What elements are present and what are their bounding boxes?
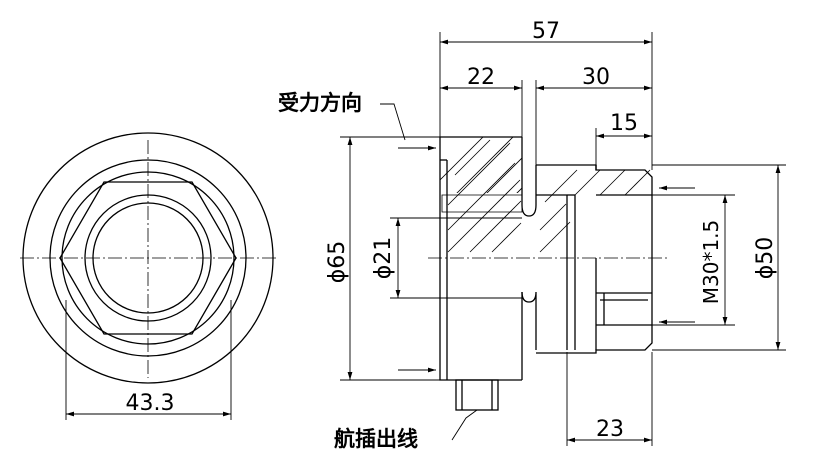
label-force-direction: 受力方向 — [278, 91, 362, 115]
label-cable-outlet: 航插出线 — [334, 427, 418, 451]
dim-flange-length: 22 — [467, 65, 495, 90]
section-view: 57 22 30 15 23 ϕ65 ϕ21 ϕ50 M30 — [278, 19, 786, 451]
hatch-lower — [447, 139, 651, 253]
dim-overall-length: 57 — [532, 19, 560, 44]
dim-body-length: 30 — [582, 65, 610, 90]
dim-thread-spec: M30*1.5 — [699, 220, 723, 305]
dim-bore-depth: 23 — [596, 417, 624, 442]
flange-outline — [439, 136, 522, 381]
end-view: 43.3 — [20, 132, 276, 420]
dim-bore-dia: ϕ21 — [371, 237, 396, 280]
dim-flange-dia: ϕ65 — [325, 241, 350, 284]
dim-across-flats: 43.3 — [126, 391, 175, 416]
dim-thread-length: 15 — [610, 111, 638, 136]
dim-body-dia: ϕ50 — [753, 237, 778, 280]
